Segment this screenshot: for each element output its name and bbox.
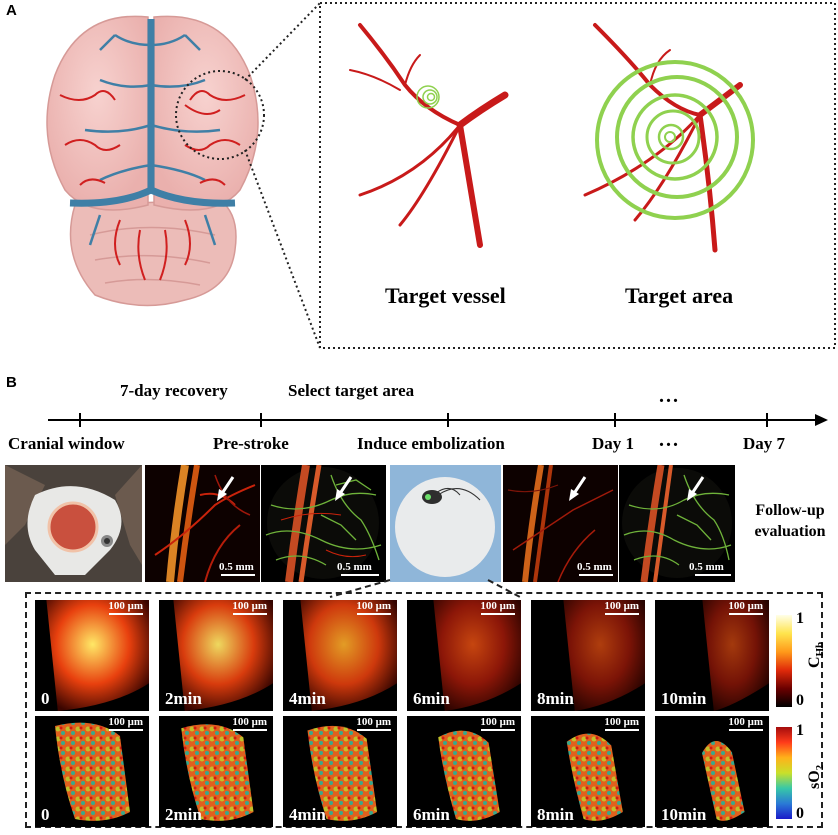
timeline-recovery: 7-day recovery <box>120 381 228 400</box>
chb-image: 100 μm 4min <box>283 600 397 711</box>
scale-bar-label: 100 μm <box>108 600 143 612</box>
chb-colorbar-symbol: C <box>806 656 823 668</box>
timeline-axis <box>48 413 828 427</box>
scale-bar-label: 100 μm <box>356 600 391 612</box>
chb-image: 100 μm 0 <box>35 600 149 711</box>
scale-bar-label: 100 μm <box>604 600 639 612</box>
chb-image: 100 μm 2min <box>159 600 273 711</box>
so2-image: 100 μm 0 <box>35 716 149 827</box>
follow-up-label: Follow-up evaluation <box>754 502 826 540</box>
chb-colorbar <box>776 615 792 707</box>
chb-image: 100 μm 6min <box>407 600 521 711</box>
so2-colorbar-symbol: sO <box>806 770 823 789</box>
timeline-ellipsis-bottom: ... <box>659 429 680 451</box>
time-point-label: 2min <box>165 805 202 824</box>
brain-illustration <box>46 15 259 307</box>
timeline-pre-stroke: Pre-stroke <box>213 434 289 453</box>
scale-bar-label: 0.5 mm <box>337 561 372 573</box>
timeline-day7: Day 7 <box>743 434 786 453</box>
day1-pa-image: 0.5 mm <box>503 465 618 582</box>
scale-bar-label: 100 μm <box>232 716 267 728</box>
pre-stroke-pa-image: 0.5 mm <box>145 465 260 582</box>
chb-colorbar-min: 0 <box>796 692 804 709</box>
so2-colorbar-min: 0 <box>796 805 804 822</box>
time-point-label: 4min <box>289 805 326 824</box>
embolization-photo <box>390 465 501 582</box>
pre-stroke-segmented-image: 0.5 mm <box>261 465 386 582</box>
chb-image: 100 μm 8min <box>531 600 645 711</box>
timeline-day1: Day 1 <box>592 434 635 453</box>
chb-colorbar-subscript: Hb <box>814 641 827 657</box>
day1-segmented-image: 0.5 mm <box>619 465 735 582</box>
cranial-window-photo <box>5 465 142 582</box>
target-area-diagram <box>583 23 755 253</box>
timeline-cranial-window: Cranial window <box>8 434 125 453</box>
scale-bar-label: 100 μm <box>728 716 763 728</box>
scale-bar-label: 100 μm <box>604 716 639 728</box>
so2-image: 100 μm 10min <box>655 716 769 827</box>
scale-bar-label: 100 μm <box>356 716 391 728</box>
timeline-select-area: Select target area <box>288 381 415 400</box>
embolization-connector <box>329 579 521 598</box>
scale-bar-label: 100 μm <box>480 716 515 728</box>
so2-image: 100 μm 2min <box>159 716 273 827</box>
time-point-label: 10min <box>661 689 707 708</box>
scale-bar-label: 0.5 mm <box>577 561 612 573</box>
time-series-box <box>25 592 823 828</box>
so2-colorbar-max: 1 <box>796 722 804 739</box>
time-point-label: 0 <box>41 689 50 708</box>
zoom-connector <box>175 2 836 349</box>
time-point-label: 8min <box>537 689 574 708</box>
so2-colorbar-subscript: 2 <box>814 764 827 771</box>
so2-image: 100 μm 4min <box>283 716 397 827</box>
scale-bar-label: 100 μm <box>728 600 763 612</box>
scale-bar-label: 100 μm <box>480 600 515 612</box>
chb-image: 100 μm 10min <box>655 600 769 711</box>
time-point-label: 8min <box>537 805 574 824</box>
chb-colorbar-max: 1 <box>796 610 804 627</box>
target-area-label: Target area <box>625 283 734 308</box>
so2-image: 100 μm 8min <box>531 716 645 827</box>
target-vessel-diagram <box>349 23 509 248</box>
scale-bar-label: 100 μm <box>232 600 267 612</box>
scale-bar-label: 0.5 mm <box>689 561 724 573</box>
so2-colorbar <box>776 727 792 819</box>
timeline-ellipsis-top: ... <box>659 385 680 407</box>
target-vessel-label: Target vessel <box>385 283 506 308</box>
time-point-label: 0 <box>41 805 50 824</box>
time-point-label: 6min <box>413 805 450 824</box>
time-point-label: 4min <box>289 689 326 708</box>
scale-bar-label: 0.5 mm <box>219 561 254 573</box>
panel-a-letter: A <box>6 2 17 19</box>
time-point-label: 2min <box>165 689 202 708</box>
scale-bar-label: 100 μm <box>108 716 143 728</box>
so2-image: 100 μm 6min <box>407 716 521 827</box>
time-point-label: 10min <box>661 805 707 824</box>
time-point-label: 6min <box>413 689 450 708</box>
panel-b-letter: B <box>6 374 17 391</box>
timeline-induce: Induce embolization <box>357 434 505 453</box>
